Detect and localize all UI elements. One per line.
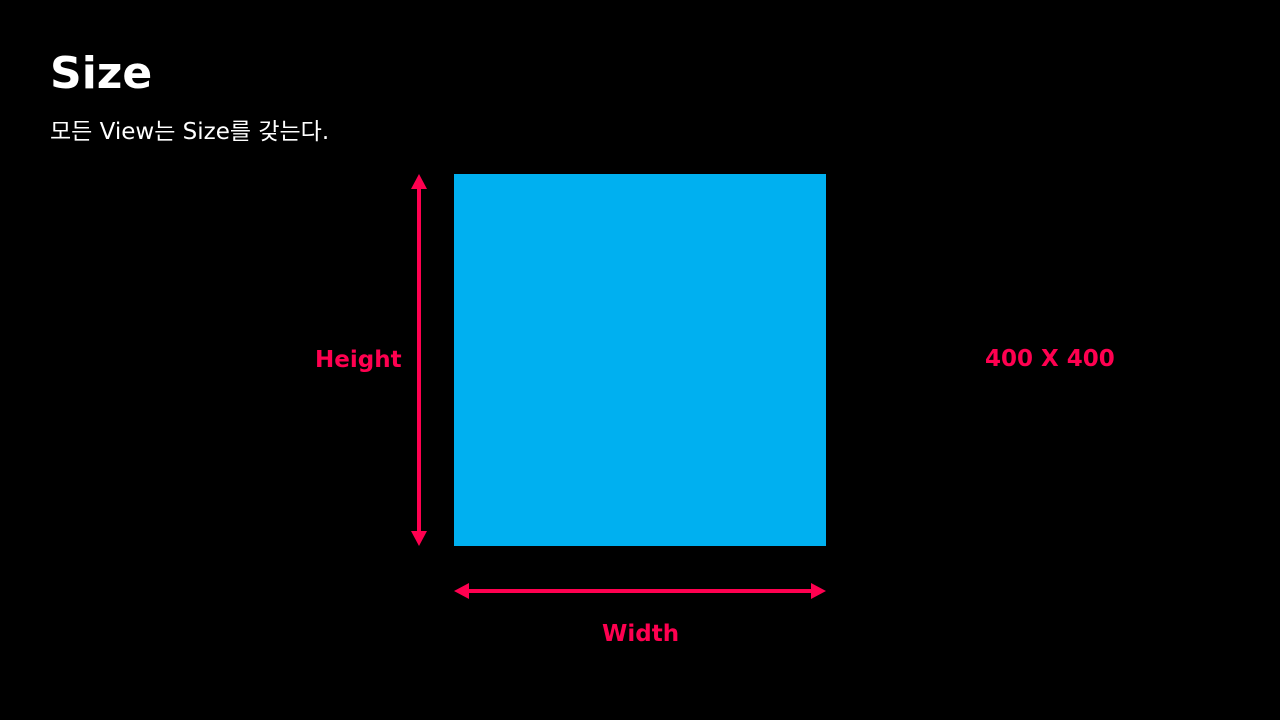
height-label: Height — [315, 347, 402, 373]
width-arrow — [454, 583, 826, 599]
width-label: Width — [602, 621, 680, 647]
size-label: 400 X 400 — [985, 346, 1115, 372]
view-box — [454, 174, 826, 546]
slide-title: Size — [50, 48, 153, 99]
height-arrow — [411, 174, 427, 546]
slide-subtitle: 모든 View는 Size를 갖는다. — [50, 119, 330, 145]
